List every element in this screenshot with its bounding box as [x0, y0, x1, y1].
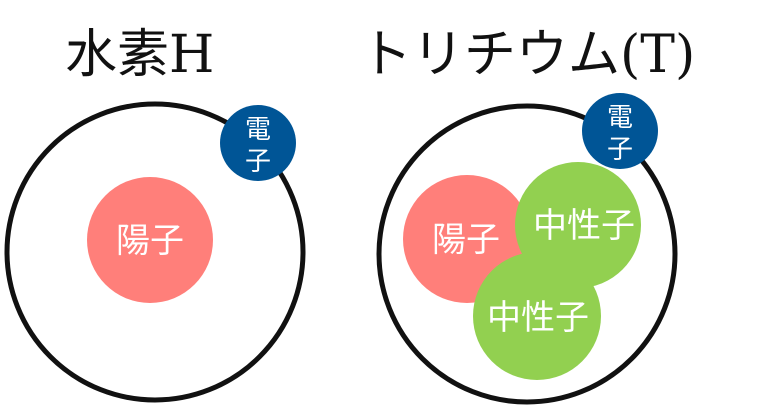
tritium-neutron-1-label: 中性子: [533, 206, 635, 246]
tritium-title: トリチウム(T): [360, 25, 695, 85]
tritium-shell: [376, 103, 678, 405]
tritium-atom: トリチウム(T) 陽子 中性子 中性子 電子: [360, 25, 695, 405]
hydrogen-title: 水素H: [65, 25, 214, 85]
tritium-electron-label: 電子: [607, 103, 633, 165]
hydrogen-proton-label: 陽子: [116, 221, 184, 261]
hydrogen-proton: [87, 177, 213, 303]
tritium-neutron-2: [473, 252, 601, 380]
tritium-proton-label: 陽子: [432, 220, 500, 260]
hydrogen-electron: [220, 105, 296, 181]
hydrogen-atom: 水素H 陽子 電子: [4, 25, 306, 403]
tritium-electron: [582, 93, 658, 169]
hydrogen-shell: [4, 101, 306, 403]
hydrogen-electron-label: 電子: [245, 115, 271, 177]
tritium-neutron-2-label: 中性子: [487, 298, 589, 338]
